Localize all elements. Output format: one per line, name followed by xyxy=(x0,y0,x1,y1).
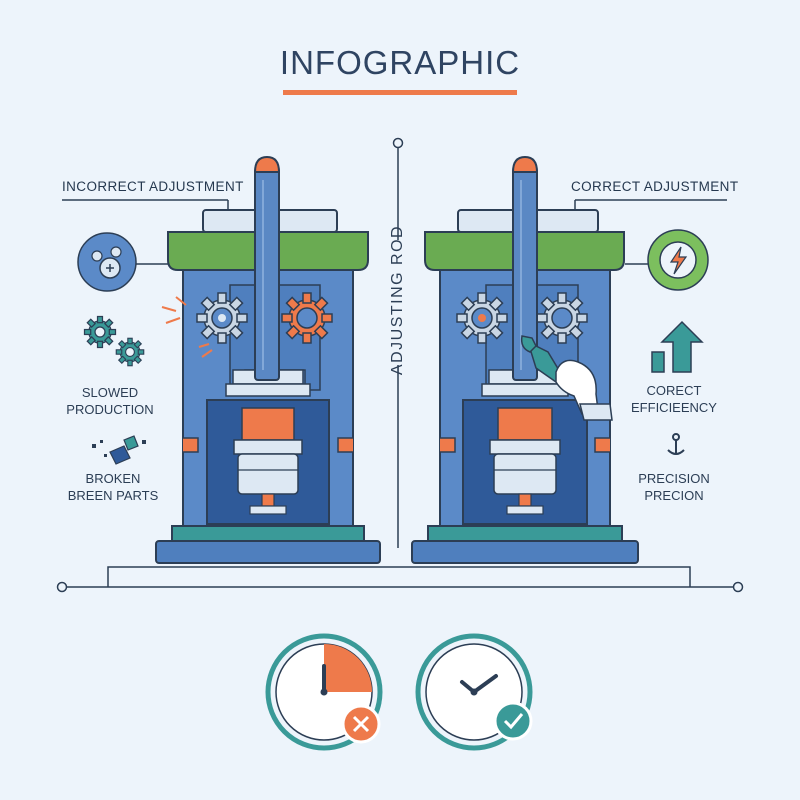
broken-parts-icon xyxy=(92,435,146,465)
clock-cross-icon xyxy=(265,633,383,751)
wrench-hand-icon xyxy=(520,335,613,421)
left-gear-orange xyxy=(281,292,333,344)
title-underline xyxy=(283,90,517,95)
bottom-rule xyxy=(56,566,744,593)
anchor-icon xyxy=(667,433,685,455)
clock-check-icon xyxy=(415,633,533,751)
left-label-slowed-production: SLOWED PRODUCTION xyxy=(66,385,154,417)
left-spark-lines xyxy=(161,296,213,358)
left-label-broken-parts: BROKEN BREEN PARTS xyxy=(67,471,159,503)
center-divider xyxy=(392,137,404,548)
center-rod-label: ADJUSTING ROD xyxy=(389,224,406,376)
gears-icon xyxy=(83,315,145,367)
left-gear-gray xyxy=(196,292,248,344)
left-adjusting-rod xyxy=(253,155,281,381)
left-header: INCORRECT ADJUSTMENT xyxy=(62,179,244,194)
right-gear-right xyxy=(536,292,588,344)
lightning-icon xyxy=(625,229,709,291)
right-header: CORRECT ADJUSTMENT xyxy=(571,179,739,194)
right-label-precision: PRECISION PRECION xyxy=(638,471,710,503)
settings-bulb-icon xyxy=(77,232,168,292)
right-gear-left xyxy=(456,292,508,344)
growth-arrow-icon xyxy=(651,320,704,373)
page-title: INFOGRAPHIC xyxy=(279,44,521,81)
right-adjusting-rod xyxy=(511,155,539,381)
right-label-efficiency: CORECT EFFICIEENCY xyxy=(631,383,717,415)
